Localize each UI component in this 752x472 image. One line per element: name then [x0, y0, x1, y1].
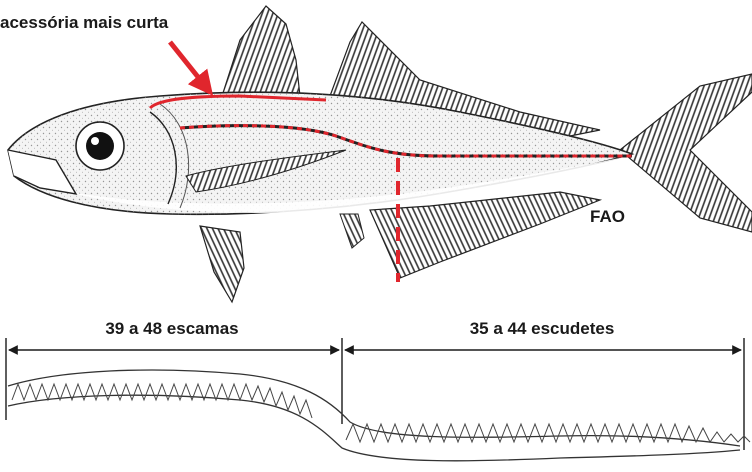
dimension-lines [6, 338, 744, 450]
anal-fin [370, 192, 600, 278]
scale-row-outline-top [8, 370, 740, 446]
scale-row-outline-bottom [8, 395, 740, 461]
pelvic-fin [200, 226, 244, 302]
scale-row-zigzag [12, 384, 312, 418]
right-measure-label: 35 a 44 escudetes [470, 319, 615, 338]
annotation-label: acessória mais curta [0, 13, 169, 32]
scale-row [8, 370, 750, 461]
anal-spines [340, 214, 364, 248]
left-measure-label: 39 a 48 escamas [105, 319, 238, 338]
fao-watermark: FAO [590, 207, 625, 226]
caudal-fin [620, 74, 752, 232]
red-arrow-icon [170, 42, 210, 92]
first-dorsal-fin [222, 6, 300, 96]
